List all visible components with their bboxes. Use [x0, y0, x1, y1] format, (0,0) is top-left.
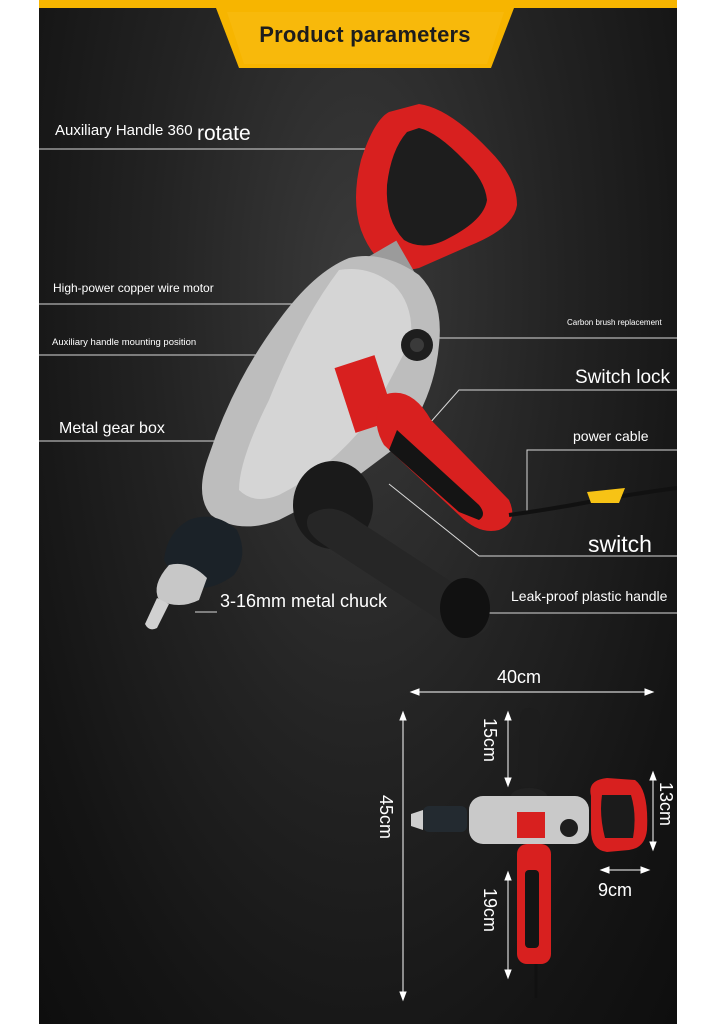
rear-handle-width-label: 9cm	[598, 880, 633, 900]
carbon-brush-label: Carbon brush replacement	[567, 318, 662, 327]
switch-label: switch	[588, 531, 652, 557]
mounting-label: Auxiliary handle mounting position	[52, 337, 197, 348]
gearbox-label: Metal gear box	[59, 420, 165, 437]
drill-dimension-illustration	[411, 707, 648, 998]
power-cable-label: power cable	[573, 428, 649, 444]
illustration-layer	[39, 8, 677, 1002]
grip-length-label: 19cm	[480, 888, 500, 933]
top-handle-label: 15cm	[480, 718, 500, 763]
dimension-lines	[399, 688, 657, 1002]
chuck-label: 3-16mm metal chuck	[220, 591, 388, 611]
width-total-label: 40cm	[497, 667, 542, 687]
page-title: Product parameters	[259, 22, 471, 47]
product-detail-panel: Product parameters Auxiliary Handle 360 …	[39, 0, 677, 1024]
height-total-label: 45cm	[376, 795, 396, 840]
aux-handle-label: Auxiliary Handle 360	[55, 122, 193, 139]
plastic-handle-label: Leak-proof plastic handle	[511, 588, 668, 604]
aux-handle-rotate-label: rotate	[197, 122, 251, 145]
top-accent-line	[39, 0, 677, 8]
switch-lock-label: Switch lock	[575, 367, 671, 388]
motor-label: High-power copper wire motor	[53, 281, 214, 295]
rear-handle-height-label: 13cm	[656, 782, 676, 827]
drill-illustration	[145, 104, 677, 638]
